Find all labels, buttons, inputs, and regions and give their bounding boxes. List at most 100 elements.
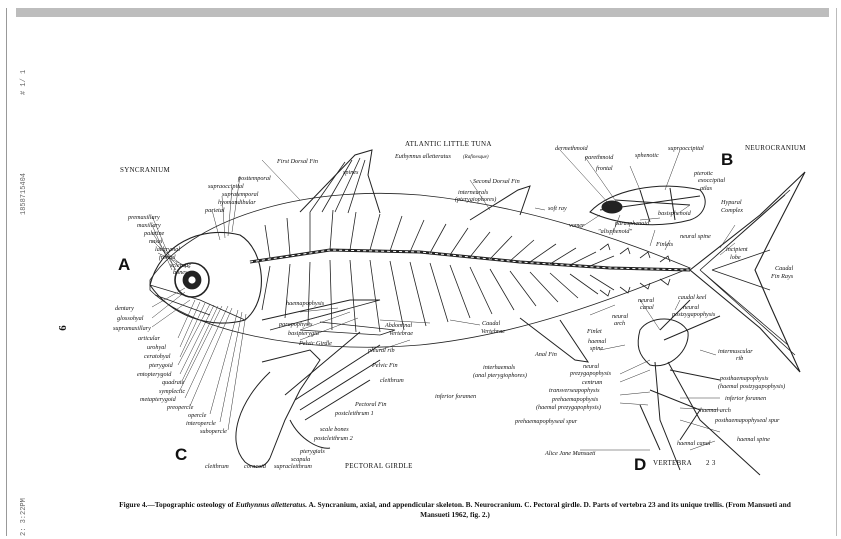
label: haemal canal bbox=[677, 440, 711, 447]
label: Hypural bbox=[720, 199, 742, 206]
label: opercle bbox=[188, 412, 207, 419]
label: inferior foramen bbox=[435, 393, 476, 400]
label: haemal arch bbox=[700, 407, 731, 414]
label: Vertebrae bbox=[481, 328, 505, 335]
label: neural bbox=[683, 304, 699, 311]
label: metapterygoid bbox=[140, 396, 177, 403]
label: arch bbox=[614, 320, 625, 327]
label: parapophysis bbox=[278, 321, 313, 328]
panel-d-letter: D bbox=[634, 455, 646, 474]
label: coracoid bbox=[244, 463, 267, 470]
label: Finlets bbox=[655, 241, 674, 248]
syncranium-heading: SYNCRANIUM bbox=[120, 166, 171, 174]
label: basisphenoid bbox=[658, 210, 692, 217]
label: neural spine bbox=[680, 233, 711, 240]
label: (haemal prezygapophysis) bbox=[536, 404, 601, 411]
label: symplectic bbox=[159, 388, 185, 395]
neurocranium-drawing bbox=[590, 186, 705, 225]
label: posthaemapophysis bbox=[719, 375, 769, 382]
label: premaxillary bbox=[127, 214, 160, 221]
pectoral-girdle-heading: PECTORAL GIRDLE bbox=[345, 462, 413, 470]
label: "alisphenoid" bbox=[598, 228, 632, 235]
label: neural bbox=[638, 297, 654, 304]
label: interhaemals bbox=[483, 364, 516, 371]
panel-a-letter: A bbox=[118, 255, 130, 274]
label: postcleithrum 2 bbox=[313, 435, 353, 442]
label: posthaemapophyseal spur bbox=[714, 417, 780, 424]
label: First Dorsal Fin bbox=[276, 158, 318, 165]
label: Abdominal bbox=[384, 322, 412, 329]
label: lobe bbox=[730, 254, 741, 261]
label: supratemporal bbox=[222, 191, 259, 198]
label: parasphenoid bbox=[614, 220, 650, 227]
label: parethmoid bbox=[584, 154, 614, 161]
label: supramaxillary bbox=[113, 325, 151, 332]
label: pleural rib bbox=[367, 347, 395, 354]
label: postzygapophysis bbox=[671, 311, 716, 318]
label: (anal pterygiophores) bbox=[473, 372, 527, 379]
label: Pelvic Girdle bbox=[298, 340, 332, 347]
label: sphenotic bbox=[635, 152, 659, 159]
label: neural bbox=[612, 313, 628, 320]
vertebra-heading: VERTEBRA bbox=[653, 459, 692, 467]
label: posttemporal bbox=[237, 175, 271, 182]
label: palatine bbox=[143, 230, 165, 237]
label: atlas bbox=[700, 185, 713, 192]
label: supraoccipital bbox=[668, 145, 704, 152]
authority: (Rafinesque) bbox=[463, 155, 489, 160]
label: Pelvic Fin bbox=[371, 362, 398, 369]
species: Euthynnus alletteratus bbox=[394, 153, 451, 160]
label: neural bbox=[583, 363, 599, 370]
label: Pectoral Fin bbox=[354, 401, 386, 408]
label: canal bbox=[640, 304, 654, 311]
label: Finlet bbox=[586, 328, 602, 335]
pectoral-girdle-drawing bbox=[236, 332, 380, 467]
label: centrum bbox=[582, 379, 603, 386]
neurocranium-heading: NEUROCRANIUM bbox=[745, 144, 806, 152]
label: frontal bbox=[596, 165, 613, 172]
label: Vertebrae bbox=[389, 330, 413, 337]
vertebra-number: 2 3 bbox=[706, 459, 716, 467]
label: cleithrum bbox=[205, 463, 229, 470]
label: interneurals bbox=[458, 189, 489, 196]
label: hyomandibular bbox=[218, 199, 256, 206]
label: postcleithrum 1 bbox=[334, 410, 374, 417]
label: glossohyal bbox=[117, 315, 144, 322]
label: Complex bbox=[721, 207, 743, 214]
label: parietal bbox=[204, 207, 225, 214]
label: intermuscular bbox=[718, 348, 753, 355]
label: Second Dorsal Fin bbox=[473, 178, 520, 185]
label: incipient bbox=[726, 246, 748, 253]
label: pterygials bbox=[299, 448, 325, 455]
label: nasal bbox=[149, 238, 163, 245]
label: frontal bbox=[159, 254, 176, 261]
panel-b-letter: B bbox=[721, 150, 733, 169]
label: transverseapophysis bbox=[549, 387, 600, 394]
label: preopercle bbox=[166, 404, 194, 411]
label: prehaemapophyseal spur bbox=[514, 418, 578, 425]
panel-c-letter: C bbox=[175, 445, 187, 464]
label: sclerotic bbox=[170, 262, 191, 269]
label: subopercle bbox=[200, 428, 227, 435]
label: bones bbox=[173, 269, 188, 276]
label: spines bbox=[343, 169, 359, 176]
label: Caudal bbox=[482, 320, 501, 327]
label: basipterygia bbox=[288, 330, 319, 337]
label: maxillary bbox=[137, 222, 161, 229]
label: quadrate bbox=[162, 379, 185, 386]
label: Caudal bbox=[775, 265, 794, 272]
label: interopercle bbox=[186, 420, 216, 427]
label: exoccipital bbox=[698, 177, 725, 184]
label: prehaemapophysis bbox=[551, 396, 599, 403]
label: haemapophysis bbox=[286, 300, 325, 307]
label: scapula bbox=[291, 456, 310, 463]
label: dentary bbox=[115, 305, 134, 312]
label: scale bones bbox=[320, 426, 349, 433]
label: urohyal bbox=[147, 344, 166, 351]
label: Anal Fin bbox=[534, 351, 557, 358]
label: supracleithrum bbox=[274, 463, 312, 470]
label: dermethmoid bbox=[555, 145, 589, 152]
label: entopterygoid bbox=[137, 371, 172, 378]
label: vomer bbox=[569, 222, 585, 229]
